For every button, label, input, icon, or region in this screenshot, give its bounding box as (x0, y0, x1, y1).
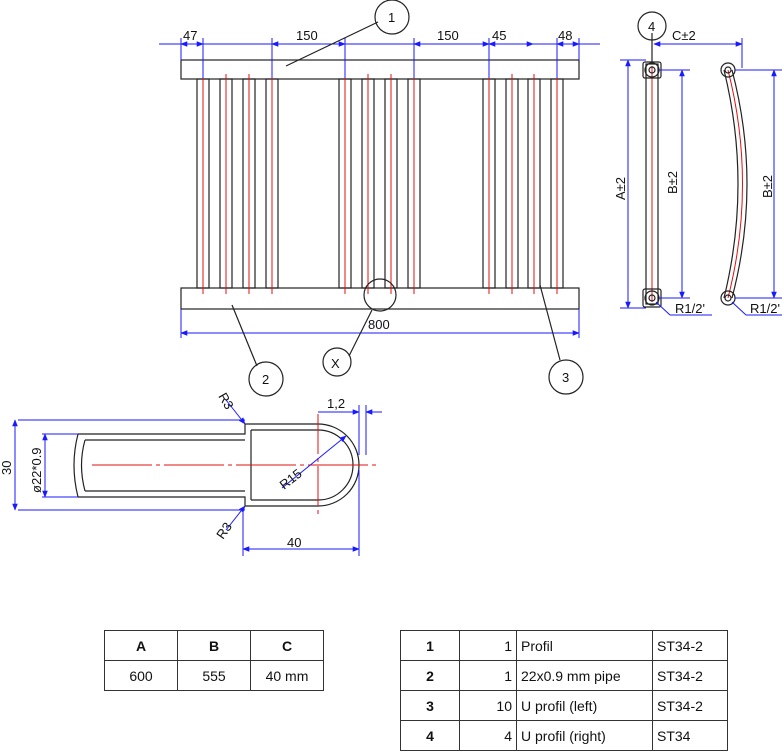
part-quantity: 10 (459, 690, 517, 721)
svg-text:1: 1 (388, 10, 395, 25)
side-view-straight: A±2 B±2 R1/2' 4 (613, 11, 712, 316)
label-c: C±2 (672, 28, 696, 43)
part-quantity: 1 (459, 660, 517, 691)
callout-4: 4 (648, 19, 655, 34)
part-description: U profil (right) (516, 720, 653, 751)
table-row: 4 4 U profil (right) ST34 (400, 720, 728, 751)
part-number: 3 (400, 690, 460, 721)
label-r3-top: R3 (215, 390, 236, 412)
part-number: 4 (400, 720, 460, 751)
top-dimension-lines (159, 38, 600, 78)
part-number: 2 (400, 660, 460, 691)
part-material: ST34-2 (652, 690, 728, 721)
part-quantity: 1 (459, 630, 517, 661)
callout-1: 1 (285, 0, 410, 67)
table-row: 2 1 22x0.9 mm pipe ST34-2 (400, 660, 728, 691)
dim-48: 48 (558, 28, 572, 43)
label-length-40: 40 (287, 535, 301, 550)
detail-x: R3 R3 1,2 30 ø22*0.9 R15 40 (0, 390, 382, 556)
table-row: 3 10 U profil (left) ST34-2 (400, 690, 728, 721)
top-profile (180, 59, 580, 80)
dim-150-left: 150 (296, 28, 318, 43)
label-r-half-curved: R1/2' (750, 301, 780, 316)
dimensions-table: A B C 600 555 40 mm (104, 630, 324, 691)
header-a: A (104, 630, 178, 661)
dimensions-value-row: 600 555 40 mm (104, 660, 324, 691)
label-b-curved: B±2 (760, 175, 775, 198)
label-wall-thickness: 1,2 (327, 396, 345, 411)
part-material: ST34 (652, 720, 728, 751)
part-material: ST34-2 (652, 660, 728, 691)
front-view: 47 150 150 45 48 800 1 2 3 (159, 0, 600, 397)
svg-text:X: X (331, 356, 340, 371)
dim-150-right: 150 (437, 28, 459, 43)
label-b: B±2 (665, 171, 680, 194)
dim-47: 47 (183, 28, 197, 43)
part-description: Profil (516, 630, 653, 661)
part-description: 22x0.9 mm pipe (516, 660, 653, 691)
callout-3: 3 (539, 284, 584, 395)
part-quantity: 4 (459, 720, 517, 751)
bottom-profile (180, 287, 580, 310)
table-row: 1 1 Profil ST34-2 (400, 630, 728, 661)
value-c: 40 mm (250, 660, 324, 691)
dim-800: 800 (368, 317, 390, 332)
header-b: B (177, 630, 251, 661)
svg-text:2: 2 (262, 372, 269, 387)
callout-2: 2 (231, 304, 284, 397)
parts-list-table: 1 1 Profil ST34-2 2 1 22x0.9 mm pipe ST3… (400, 630, 728, 751)
value-b: 555 (177, 660, 251, 691)
svg-text:3: 3 (562, 370, 569, 385)
value-a: 600 (104, 660, 178, 691)
technical-drawing: 47 150 150 45 48 800 1 2 3 (0, 0, 782, 556)
part-number: 1 (400, 630, 460, 661)
part-material: ST34-2 (652, 630, 728, 661)
callout-x: X (322, 278, 397, 377)
tube-group (196, 74, 564, 294)
dimensions-header-row: A B C (104, 630, 324, 661)
label-r15: R15 (277, 466, 305, 493)
label-r-half: R1/2' (675, 301, 705, 316)
header-c: C (250, 630, 324, 661)
label-pipe-diameter: ø22*0.9 (29, 447, 44, 493)
label-a: A±2 (613, 177, 628, 200)
side-view-curved: C±2 B±2 R1/2' (653, 28, 782, 316)
part-description: U profil (left) (516, 690, 653, 721)
label-height-30: 30 (0, 461, 14, 475)
overall-width-dimension (180, 309, 580, 338)
dim-45: 45 (492, 28, 506, 43)
